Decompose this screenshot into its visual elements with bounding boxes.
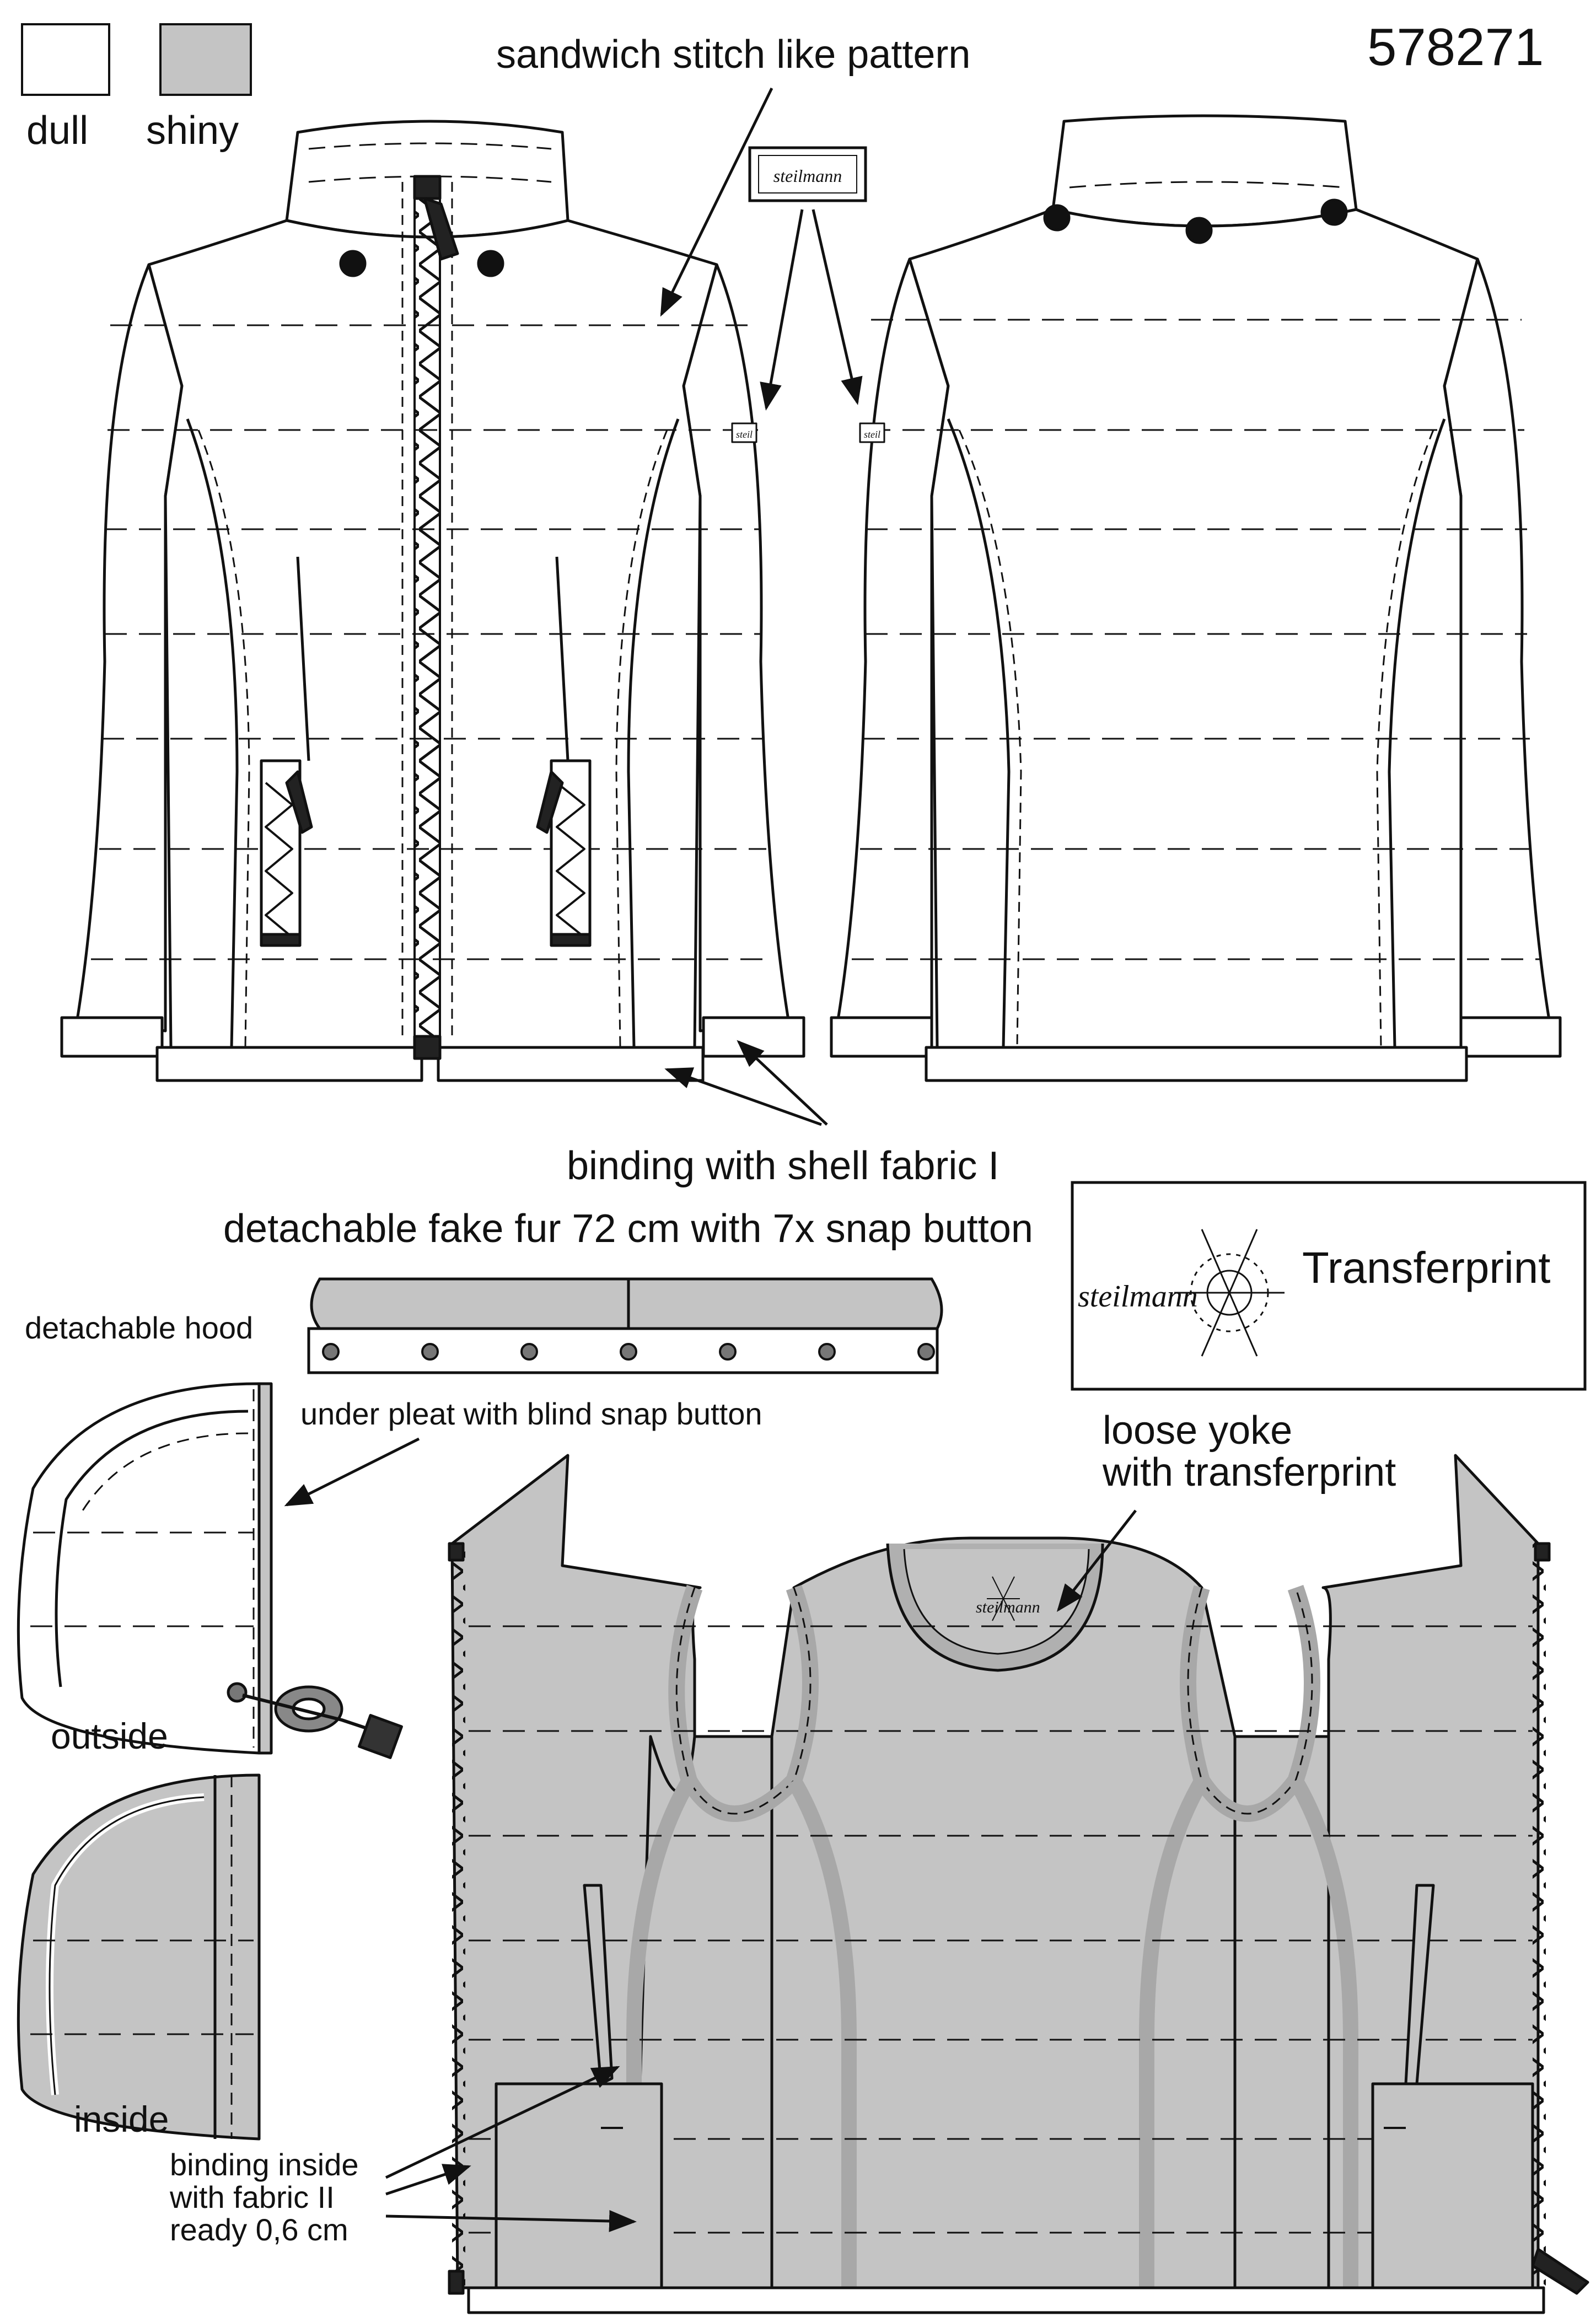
article-number: 578271 [1367, 18, 1544, 77]
legend-swatch-shiny [159, 23, 252, 96]
snap-button-icon [520, 1343, 538, 1361]
hood-outside [17, 1382, 403, 1759]
snap-button-icon [322, 1343, 340, 1361]
snap-button-icon [421, 1343, 439, 1361]
cord-stopper-icon [227, 1682, 403, 1759]
transferprint-label: Transferprint [1302, 1243, 1551, 1292]
label-binding-inside: binding inside with fabric II ready 0,6 … [170, 2147, 359, 2247]
snowflake-icon [1174, 1229, 1285, 1357]
label-inside: inside [74, 2099, 169, 2139]
yoke-print-text: steilmann [976, 1598, 1040, 1616]
zipper-pull-icon [423, 197, 459, 261]
legend-label-shiny: shiny [146, 109, 239, 153]
callout-arrow [385, 2164, 471, 2196]
label-outside: outside [51, 1716, 168, 1756]
snap-button-icon [917, 1343, 935, 1361]
snap-button-icon [1185, 217, 1213, 244]
label-detachable-hood: detachable hood [25, 1310, 254, 1345]
callout-arrow [1056, 1509, 1137, 1612]
fake-fur-collar [307, 1277, 943, 1374]
label-fake-fur: detachable fake fur 72 cm with 7x snap b… [223, 1207, 1033, 1251]
sleeve-tag-text: steil [864, 429, 880, 440]
transferprint-brand: steilmann [1078, 1280, 1198, 1314]
snap-button-icon [477, 250, 504, 277]
callout-arrow [660, 87, 773, 317]
transferprint-box: steilmann [1071, 1181, 1587, 1391]
snap-button-icon [1043, 204, 1071, 232]
label-sandwich-stitch: sandwich stitch like pattern [496, 33, 971, 77]
label-binding-shell: binding with shell fabric I [567, 1144, 999, 1188]
label-under-pleat: under pleat with blind snap button [300, 1396, 762, 1431]
callout-arrow [664, 1067, 822, 1126]
legend-swatch-dull [21, 23, 110, 96]
snowflake-icon [987, 1576, 1020, 1621]
back-view [830, 114, 1562, 1082]
callout-arrow [385, 2066, 620, 2179]
zipper-pull-icon [1531, 2248, 1589, 2295]
label-loose-yoke: loose yoke with transferprint [1103, 1409, 1396, 1495]
snap-button-icon [339, 250, 367, 277]
snap-button-icon [719, 1343, 737, 1361]
brand-label-text: steilmann [773, 166, 842, 186]
callout-arrow [737, 1040, 828, 1126]
callout-arrow [385, 2210, 637, 2232]
inside-view: steilmann [448, 1454, 1589, 2314]
hood-inside [17, 1773, 261, 2141]
snap-button-icon [818, 1343, 836, 1361]
snap-button-icon [1320, 198, 1348, 226]
brand-label: steilmann steil steil [736, 146, 880, 440]
snap-button-icon [620, 1343, 637, 1361]
legend-label-dull: dull [26, 109, 89, 153]
sleeve-tag-text: steil [736, 429, 753, 440]
front-view [60, 120, 805, 1082]
callout-arrow [284, 1437, 420, 1507]
